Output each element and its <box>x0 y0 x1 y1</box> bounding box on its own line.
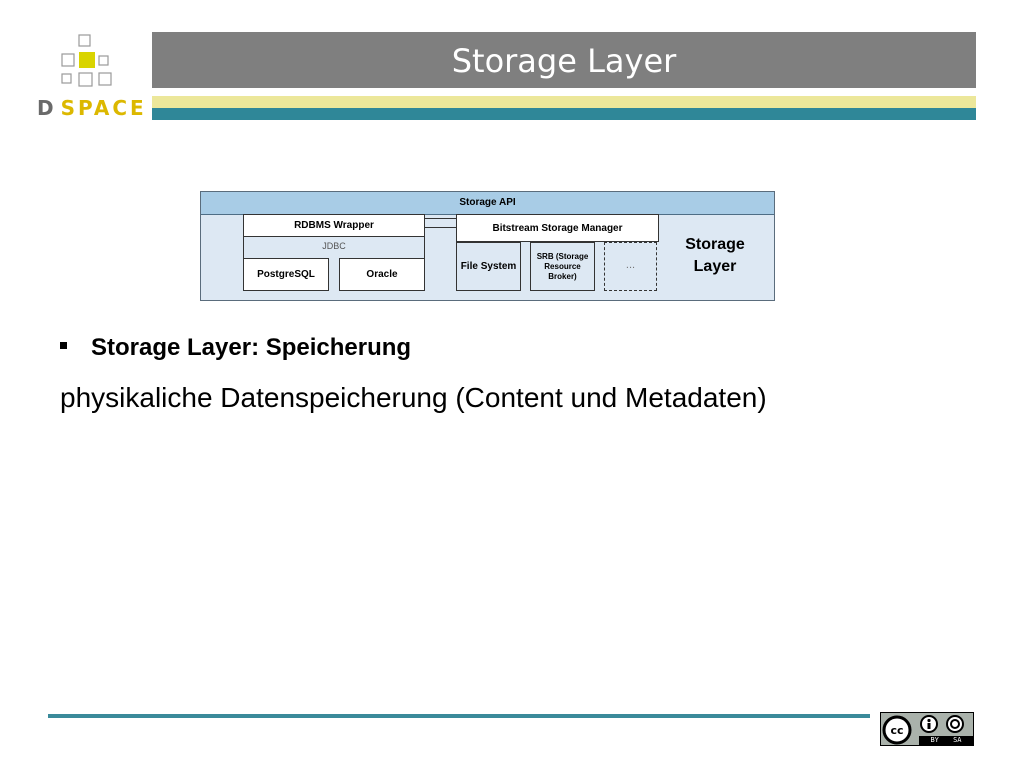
storage-api-bar: Storage API <box>201 192 774 215</box>
connector-line-bottom <box>425 227 457 228</box>
oracle-box: Oracle <box>339 258 425 291</box>
jdbc-layer: JDBC <box>243 236 425 258</box>
bullet-square-icon <box>60 342 67 350</box>
slide-title: Storage Layer <box>152 32 976 88</box>
bitstream-storage-manager-box: Bitstream Storage Manager <box>456 214 659 242</box>
svg-text:cc: cc <box>890 724 903 737</box>
body-text: physikaliche Datenspeicherung (Content u… <box>60 382 767 413</box>
connector-line-top <box>425 218 457 219</box>
cc-by-sa-icon: cc BY SA <box>880 712 974 746</box>
srb-box: SRB (Storage Resource Broker) <box>530 242 595 291</box>
storage-layer-diagram: Storage API RDBMS Wrapper JDBC PostgreSQ… <box>200 191 775 301</box>
more-storage-placeholder: ... <box>604 242 657 291</box>
bullet-item: Storage Layer: Speicherung <box>60 334 411 362</box>
postgresql-box: PostgreSQL <box>243 258 329 291</box>
header-stripe-teal <box>152 108 976 120</box>
storage-layer-label: Storage Layer <box>685 236 745 275</box>
bullet-text: Storage Layer: Speicherung <box>91 334 412 361</box>
footer-divider <box>48 714 870 718</box>
file-system-box: File System <box>456 242 521 291</box>
dspace-logo-squares-icon <box>61 34 112 87</box>
header-stripe-yellow <box>152 96 976 108</box>
cc-license-labels: BY SA <box>919 736 973 745</box>
rdbms-wrapper-box: RDBMS Wrapper <box>243 214 425 237</box>
cc-license-symbols-icon: cc <box>882 715 964 745</box>
